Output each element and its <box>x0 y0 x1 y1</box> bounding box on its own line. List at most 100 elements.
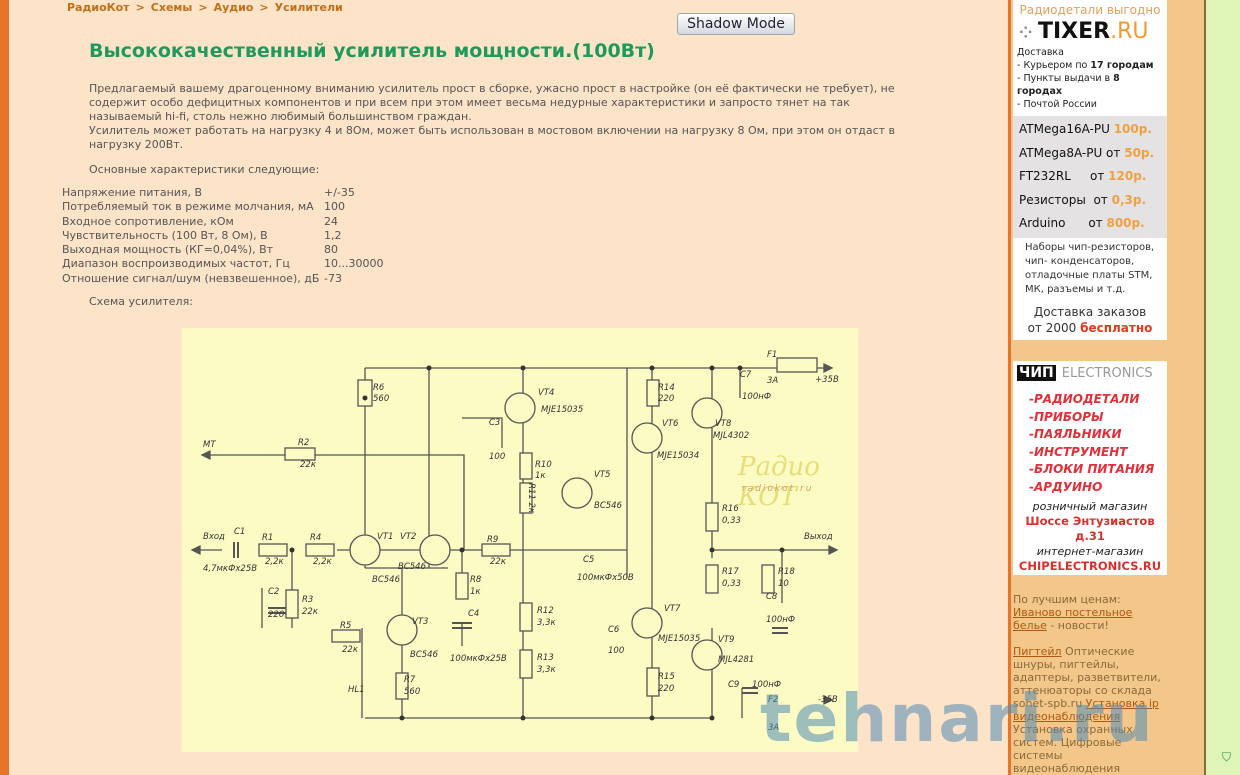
schematic-label: R15 <box>658 672 675 682</box>
schematic-label: 22к <box>302 607 318 617</box>
breadcrumb-schemes[interactable]: Схемы <box>150 1 193 14</box>
schematic-label: R2 <box>298 438 310 448</box>
breadcrumb-sep: > <box>259 1 269 14</box>
spec-row: Отношение сигнал/шум (невзвешенное), дБ-… <box>62 272 383 286</box>
breadcrumb-radiokot[interactable]: РадиоКот <box>67 1 130 14</box>
schematic-label: 2,2к <box>313 557 332 567</box>
schematic-label: 4,7мкФх25В <box>203 564 258 574</box>
schematic-label: Вход <box>203 532 225 542</box>
schematic-label: VT2 <box>400 532 417 542</box>
price-item[interactable]: ATMega16A-PU 100р. <box>1019 122 1152 136</box>
spec-value: 100 <box>324 200 345 214</box>
tixer-ad[interactable]: Радиодетали выгодно ⁘ TIXER.RU Доставка … <box>1013 0 1167 340</box>
schematic-label: 100 <box>608 646 625 656</box>
schematic-label: 1к <box>535 471 546 481</box>
breadcrumb-sep: > <box>198 1 208 14</box>
price-item[interactable]: ATMega8A-PU от 50р. <box>1019 145 1155 160</box>
spec-row: Потребляемый ток в режиме молчания, мА 10… <box>62 200 383 214</box>
schematic-label: BC546 <box>398 562 426 572</box>
schematic-label: R9 <box>487 535 499 545</box>
tixer-logo: ⁘ TIXER.RU <box>1019 19 1149 44</box>
schematic-label: R10 <box>535 460 552 470</box>
tixer-dots-icon: ⁘ <box>1019 23 1038 42</box>
schematic-label: 0,33 <box>722 516 741 526</box>
intro-paragraph: Усилитель может работать на нагрузку 4 и… <box>89 124 896 151</box>
breadcrumb-sep: > <box>135 1 145 14</box>
schematic-label: -35В <box>818 695 838 705</box>
schematic-label: МТ <box>203 440 216 450</box>
schematic-label: 3А <box>768 723 780 733</box>
chip-category: -ПАЯЛЬНИКИ <box>1029 427 1122 441</box>
schematic-label: VT1 <box>377 532 394 542</box>
schematic-label: R6 <box>373 383 385 393</box>
schematic-label: C3 <box>489 418 501 428</box>
price-item[interactable]: Резисторы от 0,3р. <box>1019 192 1147 207</box>
schematic-label: R17 <box>722 567 739 577</box>
link-ivanovo[interactable]: Иваново постельное белье <box>1013 606 1133 632</box>
schematic-label: C7 <box>740 370 752 380</box>
schematic-label: 560 <box>404 687 421 697</box>
schematic-label: VT5 <box>594 470 611 480</box>
schematic-label: R11 2к <box>525 483 536 513</box>
spec-value: 10...30000 <box>324 257 384 271</box>
price-item[interactable]: Arduino от 800р. <box>1019 216 1145 230</box>
schematic-label: BC546 <box>410 650 438 660</box>
spec-value: -73 <box>324 271 342 285</box>
schematic-label: 22к <box>342 645 358 655</box>
schematic-label: MJE15035 <box>658 634 701 644</box>
chip-category: -ИНСТРУМЕНТ <box>1029 444 1128 459</box>
spec-name: Входное сопротивление, кОм <box>62 214 234 228</box>
schematic-label: 100нФ <box>766 615 796 625</box>
schematic-label: R14 <box>658 383 675 393</box>
price-item[interactable]: FT232RL от 120р. <box>1019 169 1147 183</box>
tixer-delivery: Доставка - Курьером по 17 городам - Пунк… <box>1017 47 1154 110</box>
breadcrumb: РадиоКот > Схемы > Аудио > Усилители <box>67 1 349 14</box>
schematic-label: R1 <box>262 533 274 543</box>
schematic-wires <box>190 357 839 721</box>
schematic-label: VT3 <box>412 617 429 627</box>
spec-value: 1,2 <box>324 228 342 242</box>
spec-row: Диапазон воспроизводимых частот, Гц 10...… <box>62 257 383 271</box>
schematic-label: F2 <box>768 695 779 705</box>
shield-icon[interactable]: ⛉ <box>1222 750 1232 764</box>
schematic-label: VT4 <box>538 388 555 398</box>
breadcrumb-audio[interactable]: Аудио <box>213 1 254 14</box>
schematic-label: 220 <box>658 394 675 404</box>
schematic-label: MJL4281 <box>718 655 755 665</box>
spec-value: +/-35 <box>324 186 355 199</box>
tixer-tagline: Радиодетали выгодно <box>1019 3 1161 17</box>
schematic-label: 22к <box>300 460 316 470</box>
specs-heading: Основные характеристики следующие: <box>89 163 320 176</box>
schematic-label: VT6 <box>662 419 679 429</box>
schematic-label: 3,3к <box>537 618 556 628</box>
schematic-label: F1 <box>767 350 778 360</box>
schematic-label: BC546 <box>372 575 400 585</box>
schematic-label: R18 <box>778 567 795 577</box>
shadow-mode-button[interactable]: Shadow Mode <box>677 13 795 35</box>
schematic-label: 3,3к <box>537 665 556 675</box>
schematic-label: 100мкФх50В <box>577 573 634 583</box>
schematic-label: R16 <box>722 504 739 514</box>
breadcrumb-amplifiers[interactable]: Усилители <box>274 1 343 14</box>
schematic-label: BC546 <box>594 501 622 511</box>
schematic-label: VT9 <box>718 635 735 645</box>
spec-name: Потребляемый ток в режиме молчания, мА <box>62 200 314 214</box>
link-pigtail[interactable]: Пигтейл <box>1013 645 1062 658</box>
schematic-label: MJE15034 <box>657 451 700 461</box>
schematic-label: C6 <box>608 625 620 635</box>
schematic-label: 100нФ <box>742 392 772 402</box>
link-cctv[interactable]: Установка ip видеонаблюдения <box>1013 697 1159 723</box>
schematic-label: C4 <box>468 609 480 619</box>
spec-name: Отношение сигнал/шум (невзвешенное), дБ <box>62 271 320 285</box>
chip-category: -ПРИБОРЫ <box>1029 409 1104 424</box>
spec-name: Диапазон воспроизводимых частот, Гц <box>62 257 290 271</box>
tehnari-watermark: tehnari.ru <box>760 680 1155 757</box>
chip-category: -АРДУИНО <box>1029 479 1103 494</box>
schematic-label: R3 <box>302 595 314 605</box>
spec-row: Напряжение питания, В+/-35 <box>62 186 383 200</box>
schematic-label: 100нФ <box>752 680 782 690</box>
